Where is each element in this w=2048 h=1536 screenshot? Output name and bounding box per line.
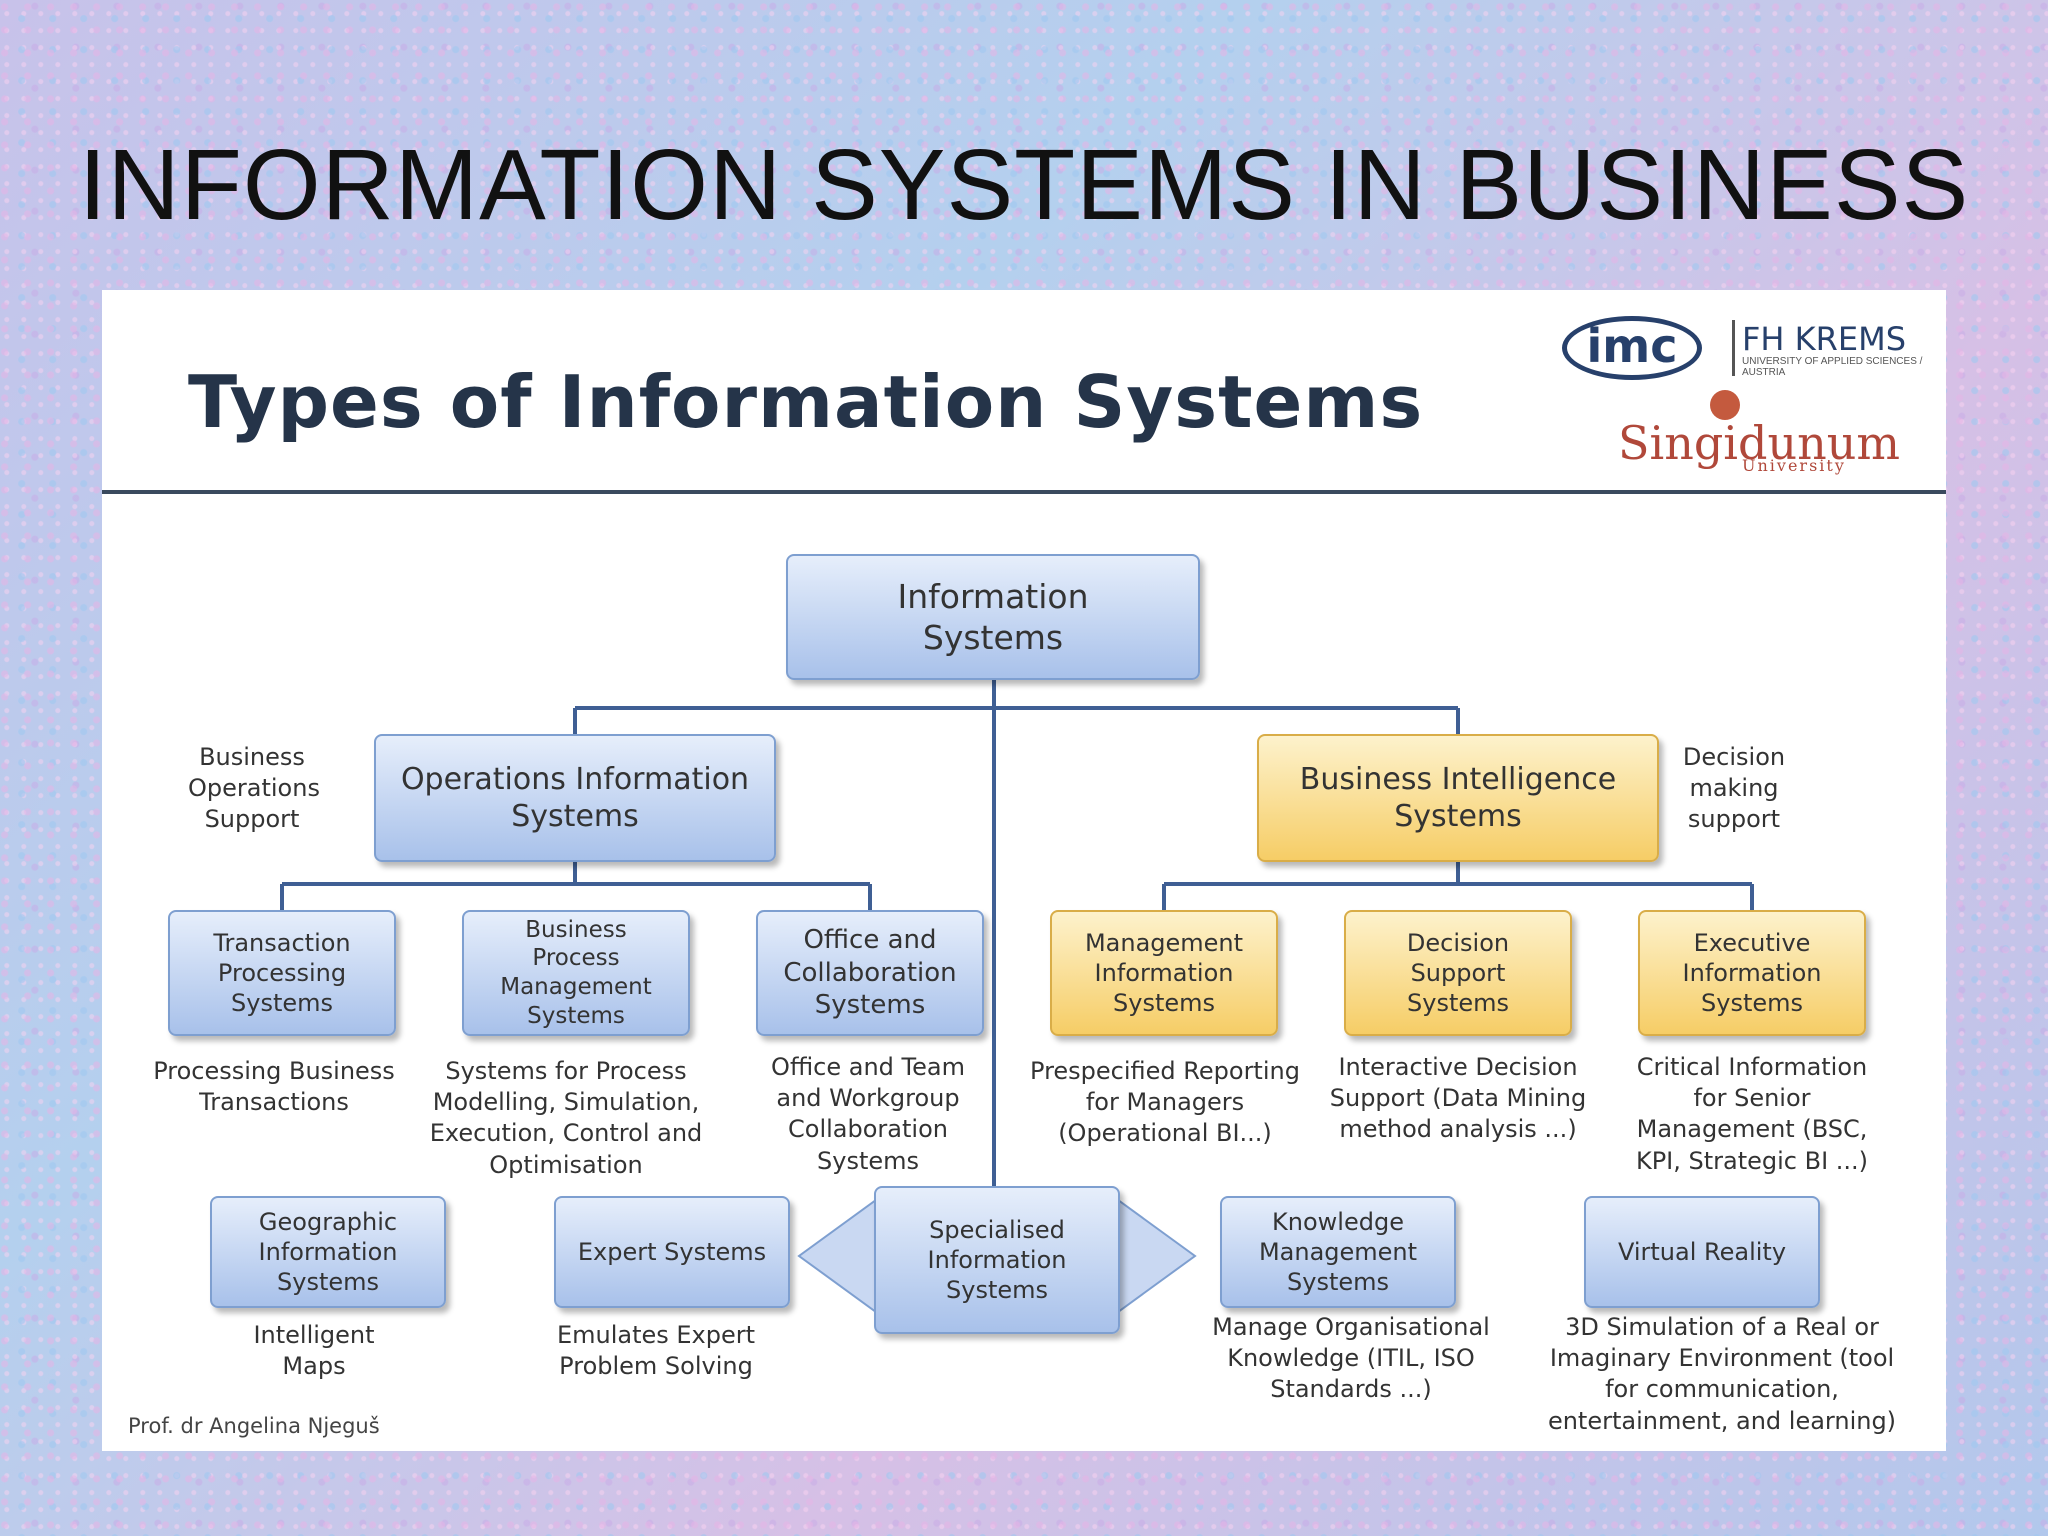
author-credit: Prof. dr Angelina Njeguš: [128, 1414, 380, 1438]
node-label: Transaction Processing Systems: [213, 929, 351, 1017]
node-expert-systems: Expert Systems: [554, 1196, 790, 1308]
desc-executive-information: Critical Information for Senior Manageme…: [1635, 1053, 1869, 1175]
desc-office-collaboration: Office and Team and Workgroup Collaborat…: [771, 1053, 965, 1175]
node-management-information-systems: Management Information Systems: [1050, 910, 1278, 1036]
desc-business-process-management: Systems for Process Modelling, Simulatio…: [429, 1057, 703, 1179]
node-label: Business Intelligence Systems: [1299, 761, 1617, 835]
node-transaction-processing-systems: Transaction Processing Systems: [168, 910, 396, 1036]
node-geographic-information-systems: Geographic Information Systems: [210, 1196, 446, 1308]
node-label: Business Process Management Systems: [500, 916, 652, 1029]
node-office-collaboration-systems: Office and Collaboration Systems: [756, 910, 984, 1036]
node-label: Specialised Information Systems: [927, 1216, 1067, 1304]
node-specialised-information-systems: Specialised Information Systems: [874, 1186, 1120, 1334]
node-label: Information Systems: [897, 576, 1089, 657]
singidunum-logo: Singidunum: [1618, 416, 1900, 470]
logo-divider: [1732, 320, 1735, 376]
imc-logo: imc: [1562, 316, 1702, 380]
node-business-intelligence-systems: Business Intelligence Systems: [1257, 734, 1659, 862]
operations-side-note: Business Operations Support: [188, 743, 320, 834]
fh-krems-logo: FH KREMS: [1742, 320, 1906, 358]
singidunum-subtitle: University: [1742, 456, 1846, 475]
node-virtual-reality: Virtual Reality: [1584, 1196, 1820, 1308]
fh-krems-subtitle: UNIVERSITY OF APPLIED SCIENCES / AUSTRIA: [1742, 356, 1923, 378]
desc-transaction-processing: Processing Business Transactions: [153, 1057, 395, 1117]
node-label: Executive Information Systems: [1682, 929, 1822, 1017]
node-executive-information-systems: Executive Information Systems: [1638, 910, 1866, 1036]
desc-virtual-reality: 3D Simulation of a Real or Imaginary Env…: [1547, 1313, 1897, 1435]
panel-heading: Types of Information Systems: [188, 360, 1424, 444]
desc-management-information: Prespecified Reporting for Managers (Ope…: [1030, 1057, 1300, 1148]
node-business-process-management-systems: Business Process Management Systems: [462, 910, 690, 1036]
desc-knowledge-management: Manage Organisational Knowledge (ITIL, I…: [1212, 1313, 1490, 1404]
node-label: Operations Information Systems: [400, 761, 750, 835]
node-knowledge-management-systems: Knowledge Management Systems: [1220, 1196, 1456, 1308]
node-label: Management Information Systems: [1084, 929, 1244, 1017]
node-label: Knowledge Management Systems: [1258, 1208, 1418, 1296]
node-label: Expert Systems: [577, 1238, 767, 1266]
node-decision-support-systems: Decision Support Systems: [1344, 910, 1572, 1036]
desc-decision-support: Interactive Decision Support (Data Minin…: [1329, 1053, 1587, 1144]
diagram-panel: Types of Information Systems imc FH KREM…: [102, 290, 1946, 1451]
node-information-systems: Information Systems: [786, 554, 1200, 680]
desc-geographic-information: Intelligent Maps: [253, 1321, 375, 1381]
node-label: Office and Collaboration Systems: [783, 925, 957, 1021]
singidunum-seal-icon: [1710, 390, 1740, 420]
slide-title: INFORMATION SYSTEMS IN BUSINESS: [78, 129, 1970, 241]
bi-side-note: Decision making support: [1682, 743, 1786, 834]
node-label: Virtual Reality: [1617, 1238, 1787, 1266]
desc-expert-systems: Emulates Expert Problem Solving: [556, 1321, 756, 1381]
heading-divider: [102, 490, 1946, 494]
node-label: Decision Support Systems: [1406, 929, 1510, 1017]
node-operations-information-systems: Operations Information Systems: [374, 734, 776, 862]
node-label: Geographic Information Systems: [258, 1208, 398, 1296]
